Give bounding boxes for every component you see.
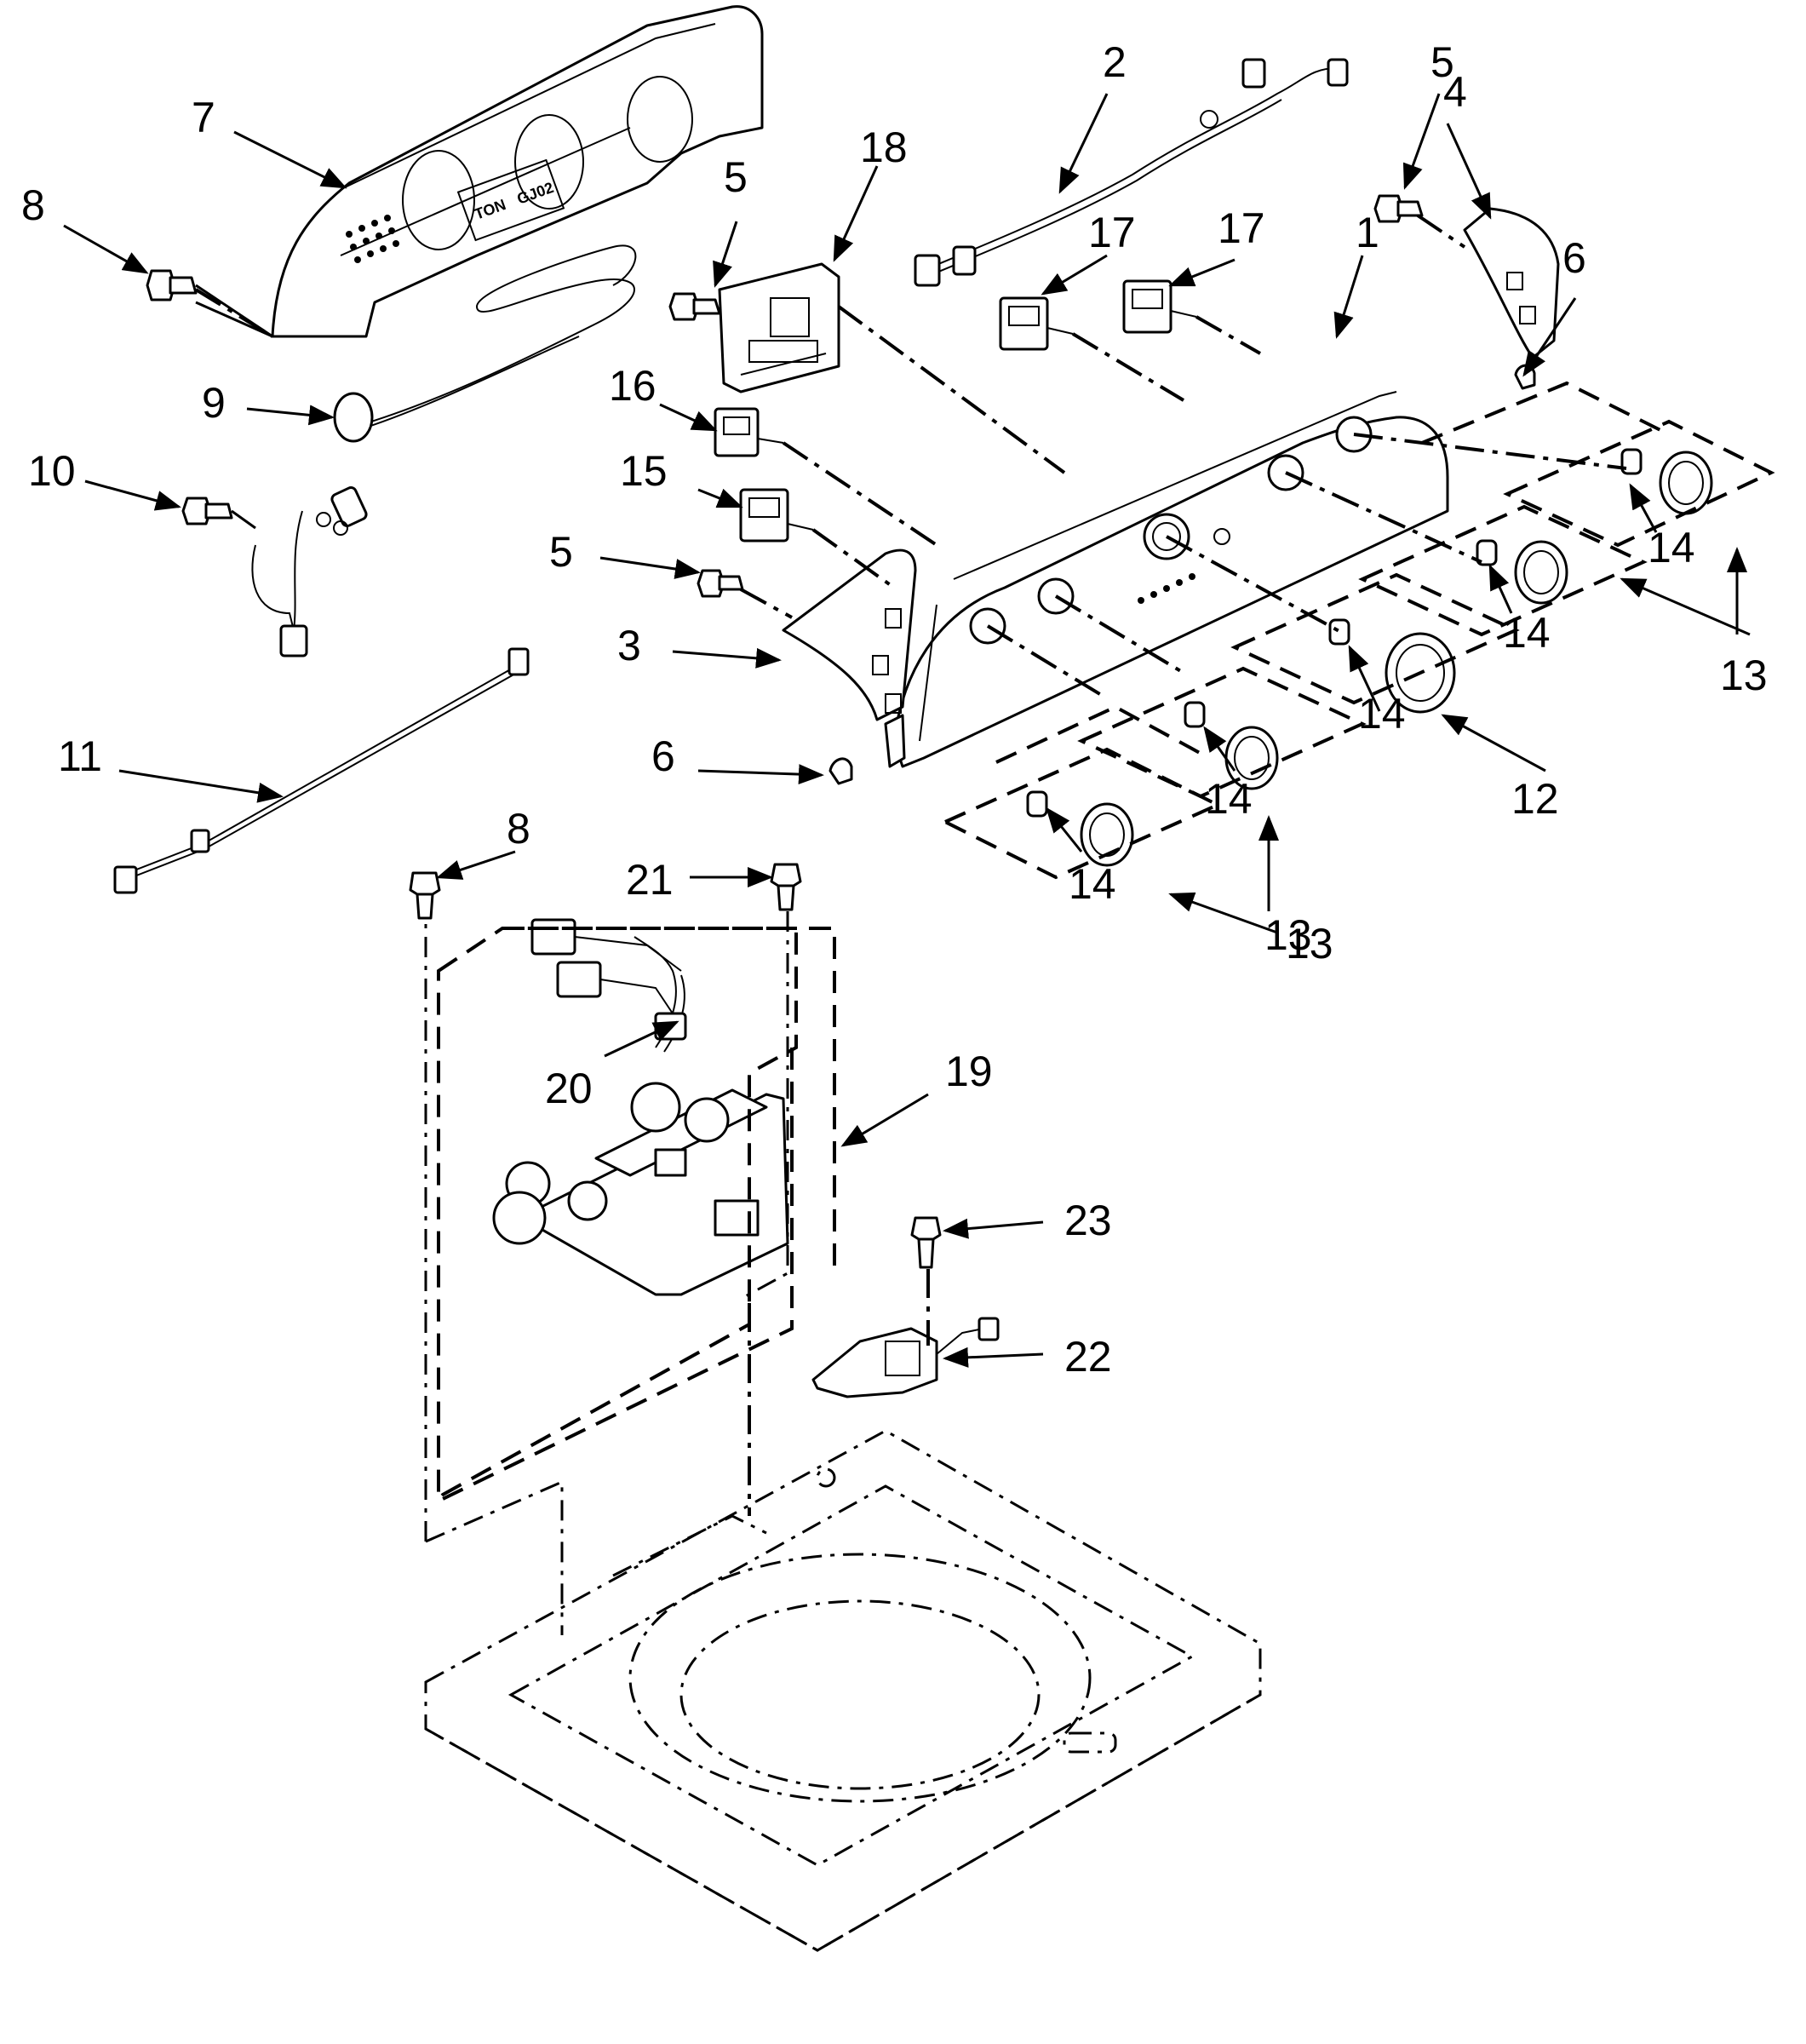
screw-21 (770, 863, 802, 911)
callout-13-bottom: 13 (1286, 920, 1333, 967)
wire-harness-11 (113, 647, 530, 894)
switch-15 (739, 488, 814, 543)
water-valve-assembly (492, 918, 789, 1296)
assembly-lines-top (194, 214, 1627, 700)
callout-2: 2 (1103, 38, 1127, 86)
callout-1: 1 (1356, 209, 1379, 256)
callout-5-right: 5 (1430, 38, 1454, 86)
callout-6-left: 6 (651, 732, 675, 780)
callout-9: 9 (202, 379, 226, 427)
screw-10 (181, 497, 256, 530)
callout-21: 21 (626, 856, 674, 904)
callout-16: 16 (609, 362, 656, 410)
callout-13-middle: 13 (1264, 911, 1312, 959)
callout-15: 15 (620, 447, 668, 495)
callout-13-right: 13 (1720, 652, 1768, 699)
knob-14-c (1476, 539, 1568, 605)
pressure-sensor-22 (811, 1317, 1000, 1398)
wire-harness-2 (914, 58, 1349, 287)
rear-console-panel: TON GJ02 (195, 5, 764, 338)
end-cap-right (1463, 207, 1560, 359)
knob-kit-outlines (941, 381, 1775, 880)
switch-16 (714, 407, 784, 457)
callout-22: 22 (1064, 1333, 1112, 1381)
callout-14-d: 14 (1503, 609, 1551, 657)
callout-12: 12 (1511, 775, 1559, 823)
callout-14-c: 14 (1358, 690, 1406, 738)
callout-8-top: 8 (21, 181, 45, 229)
callout-7: 7 (192, 94, 215, 141)
callout-3: 3 (617, 622, 641, 669)
control-board (718, 262, 840, 393)
callout-8-bottom: 8 (507, 805, 530, 853)
screw-8-bottom (409, 871, 441, 920)
end-cap-left (782, 548, 917, 721)
clip-6-right (1514, 364, 1536, 390)
clip-6-left (828, 757, 853, 785)
callout-5-center: 5 (724, 153, 748, 201)
callout-10: 10 (28, 447, 76, 495)
screw-8-top (146, 269, 273, 338)
callout-labels: 1 2 3 4 5 5 5 6 6 7 8 8 9 10 11 12 13 13… (21, 38, 1768, 1381)
screw-5-left (697, 569, 744, 598)
callout-5-left: 5 (549, 528, 573, 576)
valve-assembly-outlines (424, 911, 836, 1635)
callout-17-left: 17 (1088, 209, 1136, 256)
callout-19: 19 (945, 1048, 993, 1095)
callout-17-right: 17 (1218, 204, 1265, 252)
screw-5-right (1373, 194, 1424, 223)
knob-14-a (1026, 790, 1134, 867)
control-console (884, 391, 1449, 768)
switch-17-left (999, 296, 1074, 351)
callout-14-a: 14 (1069, 860, 1116, 908)
screw-5-center (668, 292, 721, 321)
knob-14-b (1184, 701, 1279, 790)
callout-23: 23 (1064, 1197, 1112, 1244)
callout-20: 20 (545, 1065, 593, 1112)
callout-4: 4 (1443, 68, 1467, 116)
screw-23 (910, 1216, 942, 1346)
switch-17-right (1122, 279, 1197, 334)
callout-leaders (63, 93, 1751, 1368)
power-cord (251, 244, 637, 657)
callout-14-b: 14 (1205, 775, 1253, 823)
callout-18: 18 (860, 123, 908, 171)
callout-14-e: 14 (1648, 524, 1695, 571)
callout-11: 11 (58, 732, 102, 780)
callout-6-right: 6 (1562, 234, 1586, 282)
knob-14-d (1620, 448, 1713, 515)
washer-top-cabinet (424, 1303, 1262, 1952)
